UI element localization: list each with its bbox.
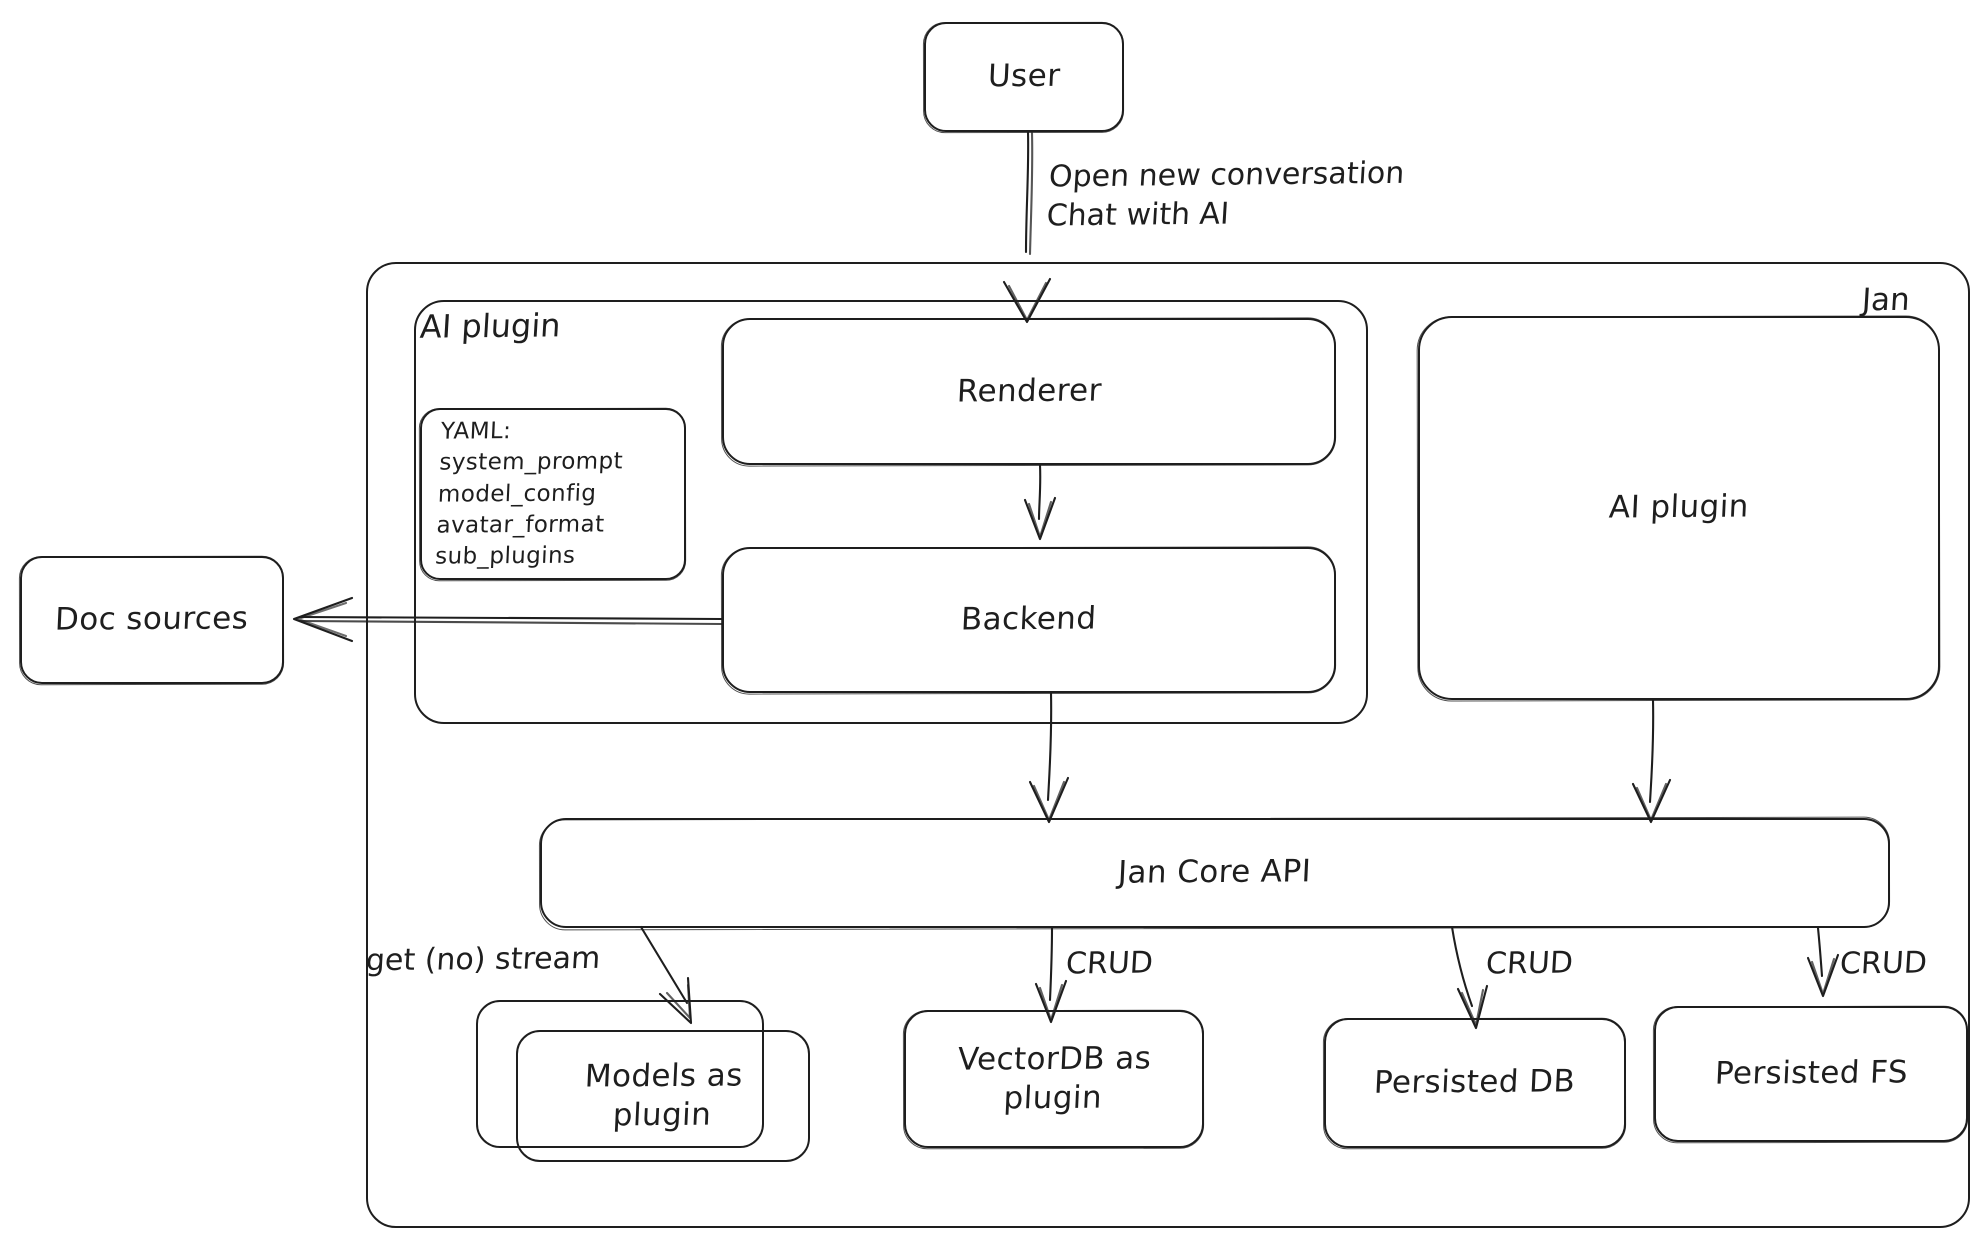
- edge-label-core-to-persisted-fs: CRUD: [1838, 945, 1928, 982]
- node-doc-sources-label: Doc sources: [54, 600, 250, 639]
- node-models-plugin[interactable]: Models as plugin: [516, 1030, 810, 1162]
- edge-user-to-renderer-shadow: [1028, 131, 1034, 256]
- node-vectordb-plugin-label: VectorDB as plugin: [957, 1040, 1153, 1117]
- container-jan-label: Jan: [1860, 281, 1911, 319]
- node-jan-core-api-label: Jan Core API: [1117, 853, 1313, 892]
- node-backend[interactable]: Backend: [722, 547, 1336, 693]
- container-ai-plugin: [414, 300, 1368, 724]
- edge-label-core-to-models: get (no) stream: [364, 940, 602, 979]
- edge-label-core-to-vectordb: CRUD: [1064, 945, 1154, 982]
- node-ai-plugin-right-label: AI plugin: [1608, 488, 1750, 526]
- node-yaml-note-label: YAML: system_prompt model_config avatar_…: [434, 417, 624, 570]
- node-user[interactable]: User: [924, 22, 1124, 132]
- node-models-plugin-label: Models as plugin: [584, 1057, 744, 1134]
- arrowhead-backend-to-doc-sources-2: [296, 601, 348, 638]
- node-doc-sources[interactable]: Doc sources: [20, 556, 284, 684]
- node-vectordb-plugin[interactable]: VectorDB as plugin: [904, 1010, 1204, 1148]
- node-persisted-fs[interactable]: Persisted FS: [1654, 1006, 1968, 1142]
- edge-user-to-renderer: [1024, 130, 1030, 254]
- node-models-plugin-stack-back: [476, 1000, 764, 1148]
- arrowhead-backend-to-doc-sources: [292, 596, 354, 643]
- node-user-label: User: [987, 58, 1061, 95]
- node-renderer-label: Renderer: [955, 372, 1103, 410]
- node-persisted-db[interactable]: Persisted DB: [1324, 1018, 1626, 1148]
- node-persisted-db-label: Persisted DB: [1373, 1063, 1577, 1102]
- node-persisted-fs-label: Persisted FS: [1713, 1054, 1909, 1093]
- container-ai-plugin-label: AI plugin: [418, 306, 562, 346]
- node-renderer[interactable]: Renderer: [722, 318, 1336, 465]
- edge-label-core-to-persisted-db: CRUD: [1484, 945, 1574, 982]
- container-jan: [366, 262, 1970, 1228]
- node-jan-core-api[interactable]: Jan Core API: [540, 818, 1890, 928]
- node-ai-plugin-right[interactable]: AI plugin: [1418, 316, 1940, 700]
- node-backend-label: Backend: [960, 600, 1098, 638]
- node-yaml-note: YAML: system_prompt model_config avatar_…: [420, 408, 686, 580]
- edge-label-user-to-renderer: Open new conversation Chat with AI: [1045, 155, 1406, 234]
